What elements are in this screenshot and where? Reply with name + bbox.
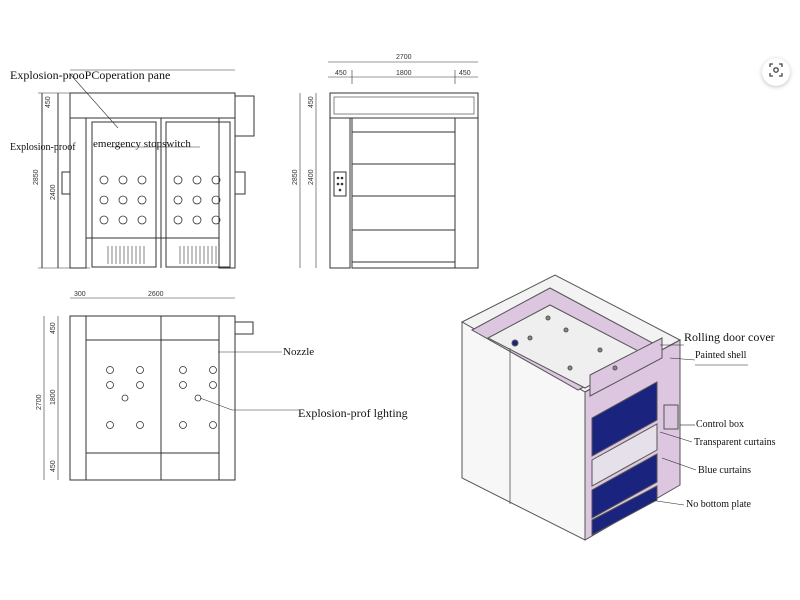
zoom-button[interactable] (762, 58, 790, 86)
dim-plan-450-top: 450 (50, 322, 57, 334)
iso-leaders (649, 344, 697, 506)
dim-side-450-right: 450 (459, 70, 471, 77)
label-painted-shell: Painted shell (695, 350, 747, 361)
dim-side-2700: 2700 (396, 54, 412, 61)
label-rolling-door-cover: Rolling door cover (684, 330, 775, 344)
dim-front-450: 450 (45, 96, 52, 108)
dim-plan-2700: 2700 (36, 394, 43, 410)
plan-nozzles (106, 366, 217, 429)
label-blue-curtains: Blue curtains (698, 465, 751, 476)
side-control-buttons (336, 176, 344, 192)
dim-plan-300: 300 (74, 291, 86, 298)
lens-icon (769, 62, 783, 82)
dim-front-2400: 2400 (50, 184, 57, 200)
dim-side-2850: 2850 (292, 169, 299, 185)
label-lighting: Explosion-prof lghting (298, 406, 408, 420)
dim-side-1800: 1800 (396, 70, 412, 77)
front-view (38, 69, 255, 269)
dim-side-2400: 2400 (308, 169, 315, 185)
plan-view (43, 297, 300, 481)
label-operation-panel: Explosion-prooPCoperation pane (10, 68, 170, 82)
dim-plan-450-bottom: 450 (50, 460, 57, 472)
label-emergency-stop: emergency stopswitch (93, 138, 191, 150)
dim-front-2850: 2850 (33, 169, 40, 185)
label-transparent-curtains: Transparent curtains (694, 437, 776, 448)
dim-side-450: 450 (308, 96, 315, 108)
label-explosion-proof: Explosion-proof (10, 142, 76, 153)
dim-plan-1800: 1800 (50, 389, 57, 405)
isometric-view (460, 274, 697, 541)
label-no-bottom-plate: No bottom plate (686, 499, 752, 510)
label-control-box: Control box (696, 419, 744, 430)
dim-side-450-left: 450 (335, 70, 347, 77)
dim-plan-2600: 2600 (148, 291, 164, 298)
front-nozzles (99, 175, 221, 225)
label-nozzle: Nozzle (283, 346, 314, 358)
side-view (299, 61, 479, 269)
front-grilles (107, 246, 217, 264)
